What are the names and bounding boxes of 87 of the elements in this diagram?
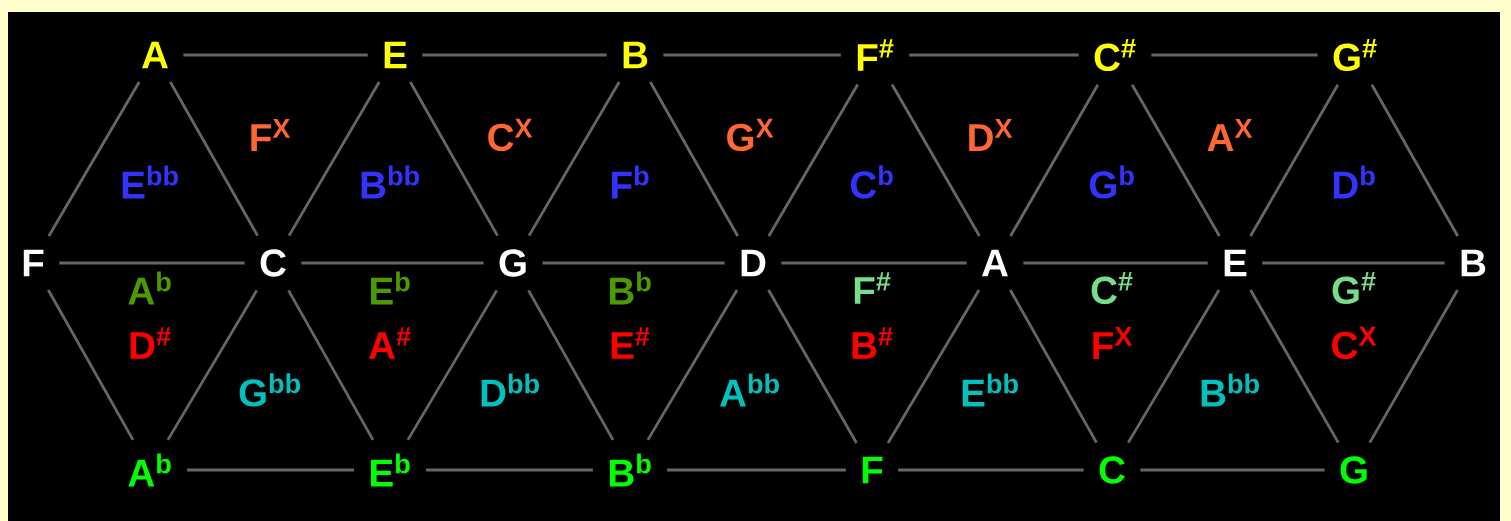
connector-line	[422, 53, 607, 57]
connector-line	[301, 261, 484, 265]
note-name: G$^{X}$	[727, 118, 774, 152]
note-name: G	[1340, 456, 1367, 484]
note-name: B$^{#}$	[852, 327, 893, 359]
note-name: G$^{#}$	[1332, 271, 1376, 304]
note-name: F$^{X}$	[1093, 327, 1133, 359]
note-name: C	[1099, 456, 1125, 484]
connector-line	[781, 261, 967, 265]
note-name: F$^{#}$	[857, 39, 894, 71]
note-name: C$^{X}$	[488, 118, 533, 152]
connector-line	[646, 289, 739, 441]
note-name: G$^{b}$	[1089, 165, 1134, 199]
note-name: B$^{bb}$	[361, 165, 419, 199]
note-name: F$^{#}$	[854, 272, 891, 304]
note-name: F	[23, 249, 44, 277]
connector-line	[426, 468, 593, 472]
note-name: E$^{#}$	[611, 327, 650, 359]
connector-line	[287, 81, 381, 237]
connector-line	[890, 83, 981, 237]
note-name: D$^{X}$	[969, 119, 1013, 151]
note-name: C$^{X}$	[1332, 326, 1377, 360]
connector-line	[1262, 261, 1445, 265]
connector-line	[1151, 53, 1318, 57]
note-name: C	[260, 249, 286, 277]
connector-line	[1130, 84, 1221, 237]
connector-line	[1249, 289, 1340, 444]
connector-line	[909, 53, 1079, 57]
connector-line	[183, 53, 368, 57]
connector-line	[527, 81, 621, 237]
connector-line	[542, 261, 725, 265]
connector-line	[187, 468, 354, 472]
connector-line	[59, 261, 245, 265]
connector-line	[169, 81, 259, 237]
note-name: A$^{b}$	[128, 453, 171, 487]
connector-line	[1249, 84, 1340, 237]
note-name: G$^{#}$	[1333, 38, 1377, 71]
note-name: B$^{b}$	[609, 271, 651, 305]
note-name: C$^{#}$	[1091, 271, 1133, 304]
note-name: C$^{#}$	[1094, 38, 1136, 71]
note-name: D$^{b}$	[1333, 165, 1375, 199]
connector-line	[166, 289, 258, 441]
note-name: A$^{bb}$	[720, 373, 779, 407]
connector-line	[667, 468, 846, 472]
note-name: D$^{bb}$	[481, 373, 539, 407]
connector-line	[47, 81, 141, 237]
connector-line	[527, 289, 615, 441]
note-name: E$^{b}$	[371, 453, 410, 487]
note-name: E$^{b}$	[371, 271, 410, 305]
connector-line	[1368, 289, 1459, 444]
note-name: D$^{#}$	[130, 327, 171, 359]
connector-line	[1370, 84, 1459, 237]
connector-line	[409, 81, 499, 237]
note-name: A$^{b}$	[128, 271, 171, 305]
note-name: F	[862, 456, 883, 484]
note-name: A	[142, 41, 168, 69]
note-name: B	[623, 41, 648, 69]
note-name: F$^{b}$	[612, 165, 649, 199]
note-name: A	[982, 249, 1008, 277]
connector-line	[406, 289, 498, 441]
note-name: E	[1224, 249, 1247, 277]
connector-line	[886, 289, 981, 444]
connector-line	[898, 468, 1084, 472]
connector-line	[649, 81, 739, 237]
connector-line	[767, 289, 858, 444]
note-name: B$^{b}$	[609, 453, 651, 487]
note-name: B$^{bb}$	[1201, 373, 1259, 407]
connector-line	[1023, 261, 1208, 265]
connector-line	[287, 289, 375, 441]
note-name: G$^{bb}$	[239, 373, 301, 407]
connector-line	[1009, 84, 1100, 237]
connector-line	[663, 53, 841, 57]
note-name: G	[499, 249, 526, 277]
note-name: E$^{bb}$	[122, 165, 178, 199]
note-name: E$^{bb}$	[962, 373, 1018, 407]
connector-line	[1127, 289, 1221, 444]
connector-line	[1140, 468, 1325, 472]
note-name: A$^{#}$	[369, 327, 411, 359]
connector-line	[1009, 289, 1098, 444]
note-name: E	[384, 41, 407, 69]
connector-line	[767, 83, 859, 237]
note-name: C$^{b}$	[850, 165, 893, 199]
note-name: D	[741, 249, 766, 277]
note-name: A$^{X}$	[1207, 119, 1253, 151]
note-name: F$^{X}$	[251, 119, 291, 151]
connector-line	[47, 289, 135, 441]
note-name: B	[1461, 249, 1486, 277]
